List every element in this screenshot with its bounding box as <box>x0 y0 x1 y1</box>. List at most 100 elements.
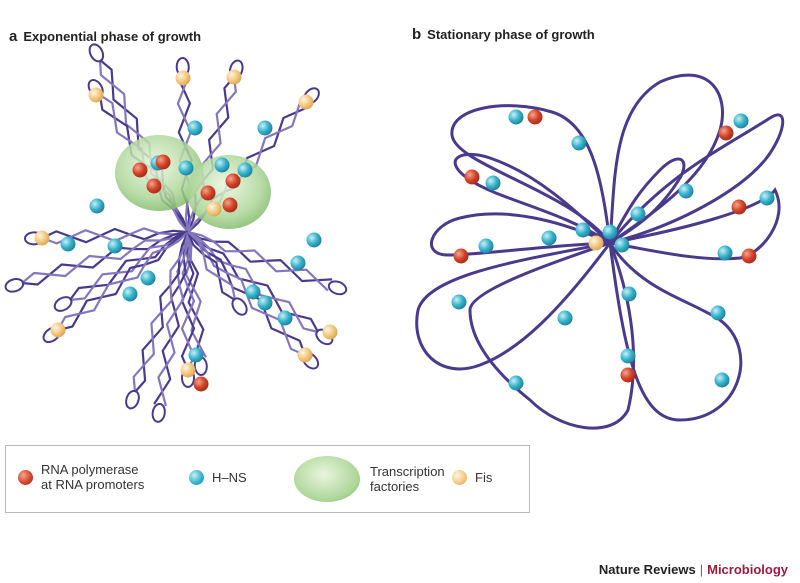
hns-icon <box>257 120 273 136</box>
fis-icon <box>298 94 314 110</box>
dna-loop-tip <box>231 297 248 316</box>
dna-loop <box>608 73 724 245</box>
hns-icon <box>485 175 501 191</box>
dna-strand <box>41 227 189 244</box>
panel-b-proteins <box>451 109 775 391</box>
hns-icon <box>508 109 524 125</box>
hns-icon <box>733 113 749 129</box>
fis-icon <box>322 324 338 340</box>
fis-icon <box>180 362 196 378</box>
rna-polymerase-icon <box>464 169 480 185</box>
stationary-phase-panel <box>415 73 785 430</box>
dna-loop <box>608 157 686 245</box>
hns-icon <box>214 157 230 173</box>
dna-loop-tip <box>151 402 166 423</box>
dna-strand <box>21 230 189 284</box>
hns-icon <box>107 238 123 254</box>
hns-icon <box>759 190 775 206</box>
rna-polymerase-icon <box>731 199 747 215</box>
dna-strand <box>180 231 196 371</box>
dna-loop-tip <box>4 278 25 293</box>
legend-label-transcription-factories: Transcription factories <box>370 464 445 494</box>
credit-separator: | <box>699 562 704 577</box>
dna-strand <box>69 231 189 302</box>
hns-icon <box>630 206 646 222</box>
dna-loop-tip <box>327 280 348 296</box>
dna-loop <box>608 242 743 422</box>
rna-polymerase-icon <box>453 248 469 264</box>
rna-polymerase-icon <box>620 367 636 383</box>
dna-loop <box>468 241 636 430</box>
legend-item-hns: H–NS <box>189 470 247 485</box>
hns-icon <box>257 295 273 311</box>
legend-item-rna-polymerase: RNA polymerase at RNA promoters <box>18 462 144 492</box>
rna-polymerase-icon <box>718 125 734 141</box>
dna-loop <box>450 104 612 244</box>
hns-icon <box>89 198 105 214</box>
panel-a-proteins <box>34 69 338 392</box>
hns-icon <box>557 310 573 326</box>
hns-icon <box>140 270 156 286</box>
journal-name: Nature Reviews <box>598 562 696 577</box>
fis-icon <box>452 470 467 485</box>
hns-icon <box>717 245 733 261</box>
hns-icon <box>620 348 636 364</box>
dna-strand <box>57 231 189 331</box>
hns-icon <box>678 183 694 199</box>
journal-section: Microbiology <box>707 562 788 577</box>
hns-icon <box>60 236 76 252</box>
dna-strand <box>157 231 190 407</box>
hns-icon <box>621 286 637 302</box>
dna-strand <box>187 231 319 334</box>
hns-icon <box>714 372 730 388</box>
dna-strand <box>132 231 190 393</box>
dna-loop-tip <box>125 389 140 410</box>
rna-polymerase-icon <box>193 376 209 392</box>
dna-strand <box>69 230 189 301</box>
hns-icon <box>277 310 293 326</box>
fis-icon <box>206 201 222 217</box>
rna-polymerase-icon <box>200 185 216 201</box>
legend-label-fis: Fis <box>475 470 493 485</box>
fis-icon <box>34 230 50 246</box>
legend: RNA polymerase at RNA promoters H–NS Tra… <box>5 445 530 513</box>
rna-polymerase-icon <box>225 173 241 189</box>
hns-icon <box>602 224 618 240</box>
hns-icon <box>478 238 494 254</box>
dna-strand <box>187 231 237 301</box>
panel-a-letter: a <box>9 28 18 45</box>
hns-icon <box>614 237 630 253</box>
legend-item-transcription-factories: Transcription factories <box>294 456 445 502</box>
hns-icon <box>575 222 591 238</box>
hns-icon <box>710 305 726 321</box>
hns-icon <box>189 470 204 485</box>
hns-icon <box>187 120 203 136</box>
fis-icon <box>175 70 191 86</box>
dna-loop-tip <box>53 296 73 312</box>
hns-icon <box>188 347 204 363</box>
rna-polymerase-icon <box>146 178 162 194</box>
legend-item-fis: Fis <box>452 470 492 485</box>
journal-credit: Nature Reviews|Microbiology <box>599 562 788 577</box>
dna-strand <box>184 231 207 358</box>
hns-icon <box>178 160 194 176</box>
dna-loop <box>453 153 612 245</box>
rna-polymerase-icon <box>741 248 757 264</box>
panel-b-letter: b <box>412 26 422 43</box>
dna-loop <box>415 241 612 371</box>
supercoiled-dna-loops <box>4 43 348 423</box>
rna-polymerase-icon <box>222 197 238 213</box>
fis-icon <box>50 322 66 338</box>
hns-icon <box>508 375 524 391</box>
dna-strand <box>153 231 190 405</box>
hns-icon <box>122 286 138 302</box>
hns-icon <box>290 255 306 271</box>
fis-icon <box>588 235 604 251</box>
rna-polymerase-icon <box>155 154 171 170</box>
hns-icon <box>306 232 322 248</box>
fis-icon <box>226 69 242 85</box>
legend-label-hns: H–NS <box>212 470 247 485</box>
legend-label-rna-polymerase: RNA polymerase at RNA promoters <box>41 462 145 492</box>
